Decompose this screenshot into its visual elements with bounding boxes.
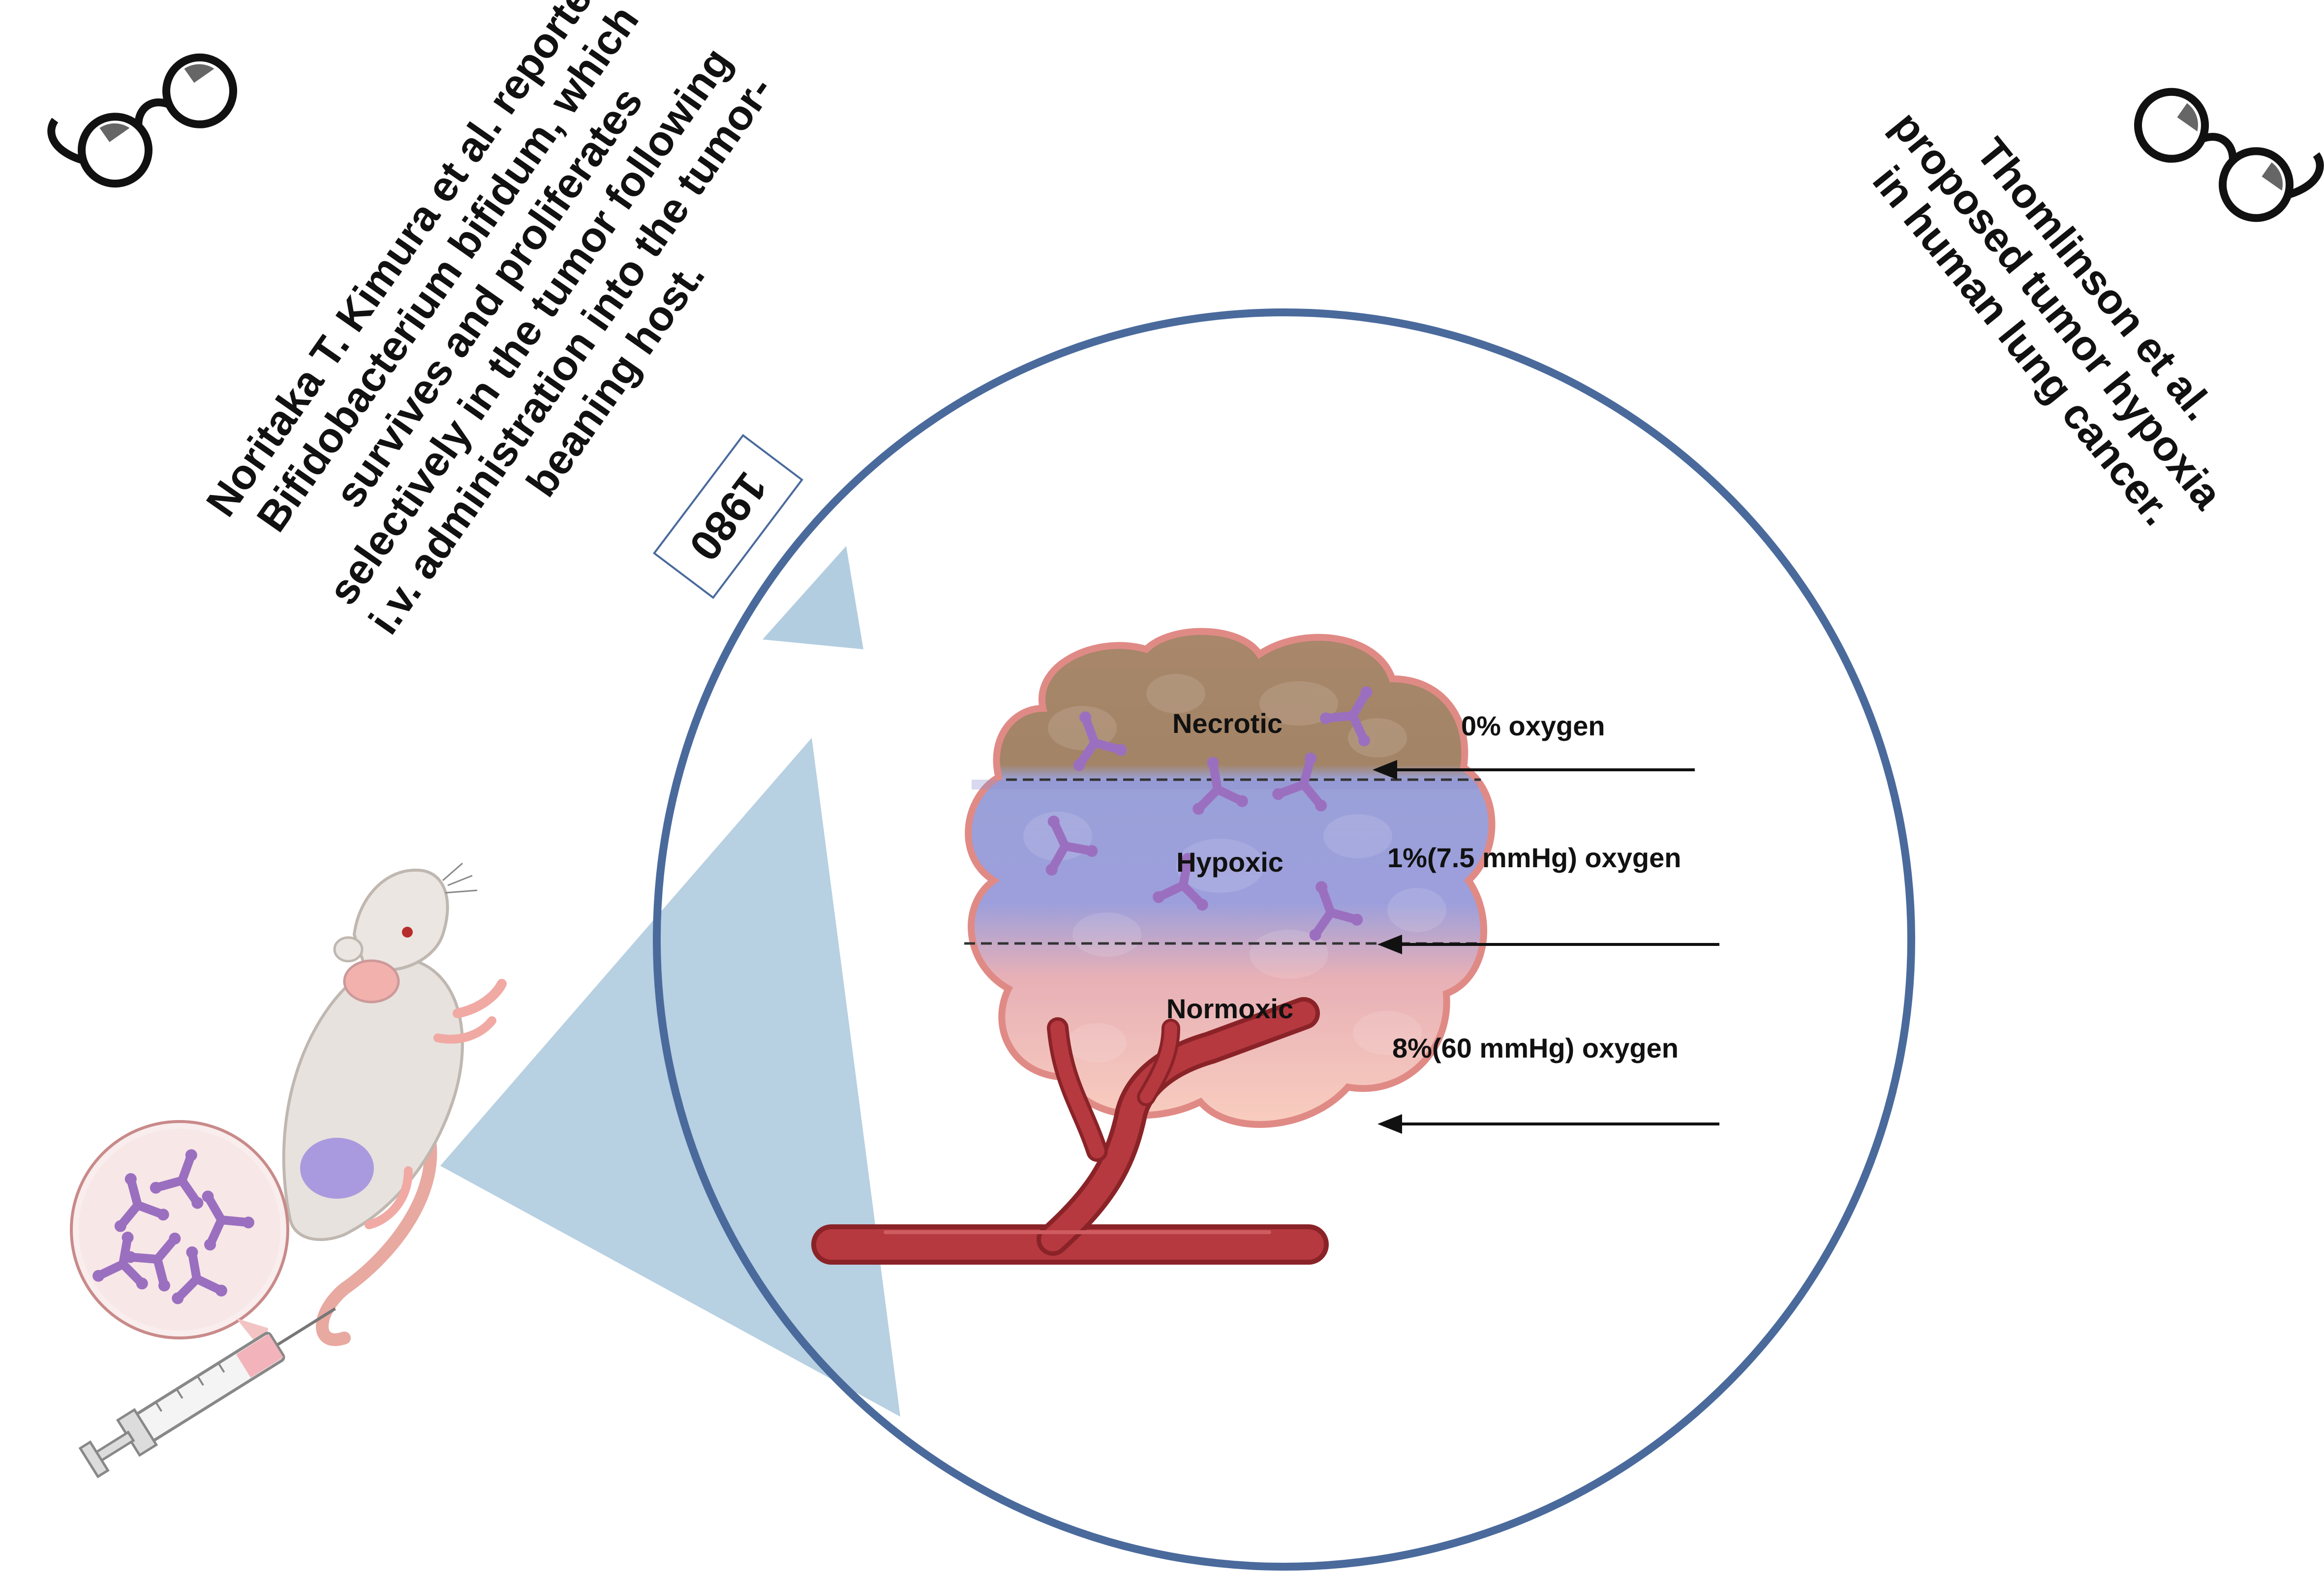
right-note-line-2: proposed tumor hypoxia [1883,103,2232,518]
year-tag: 1980 [653,434,803,599]
glasses-icon [47,53,238,188]
oxygen-arrows [1373,760,1719,1134]
oxygen-label-hypoxic: 1%(7.5 mmHg) oxygen [1387,842,1682,873]
zone-label-necrotic: Necrotic [1172,708,1283,739]
glasses-icon [2134,88,2324,222]
oxygen-label-normoxic: 8%(60 mmHg) oxygen [1392,1032,1679,1063]
syringe-icon [78,1307,336,1479]
svg-text:Noritaka T. Kimura et al. repo: Noritaka T. Kimura et al. reported Bifid… [195,0,830,671]
blood-vessel-icon [811,997,1329,1265]
zone-label-normoxic: Normoxic [1166,993,1293,1024]
oxygen-label-necrotic: 0% oxygen [1461,710,1605,741]
year-pointer [763,546,863,649]
tumor-cross-section [965,628,1496,1128]
svg-text:Thomlinson et al. propos: Thomlinson et al. proposed tumor hypoxia… [1844,72,2277,558]
zone-label-hypoxic: Hypoxic [1176,847,1284,878]
bacteria-icon [70,1120,289,1339]
magnified-view-circle [653,308,1915,1571]
right-note: Thomlinson et al. proposed tumor hypoxia… [1844,72,2277,558]
left-note: Noritaka T. Kimura et al. reported Bifid… [195,0,830,671]
mouse-icon [282,862,507,1346]
